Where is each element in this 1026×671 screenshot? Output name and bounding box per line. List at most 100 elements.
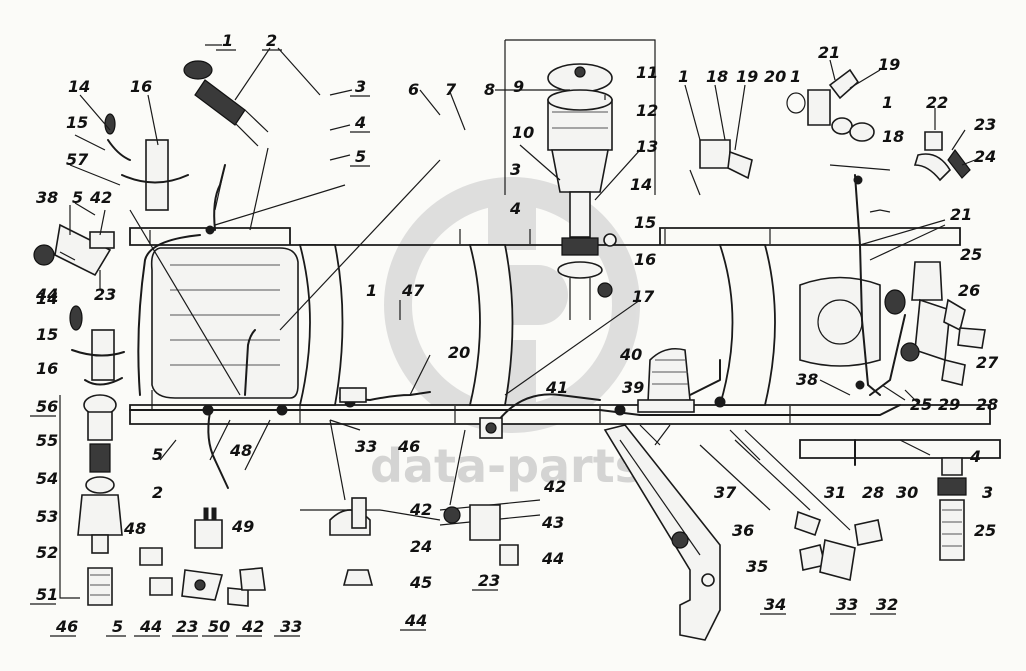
callout-38: 38 [36, 188, 58, 207]
callout-4: 4 [354, 113, 366, 132]
bracket-assembly [603, 424, 721, 641]
callout-45: 45 [409, 573, 432, 592]
callout-30: 30 [896, 483, 918, 502]
callout-9: 9 [513, 77, 524, 96]
callout-51: 51 [36, 585, 58, 604]
callout-5: 5 [355, 147, 366, 166]
callout-44b: 44 [139, 617, 162, 636]
callout-2b: 2 [152, 483, 163, 502]
callout-23: 23 [94, 285, 116, 304]
callout-46: 46 [55, 617, 78, 636]
callout-27: 27 [976, 353, 999, 372]
callout-18: 18 [706, 67, 728, 86]
callout-26: 26 [958, 281, 980, 300]
callout-44c: 44 [404, 611, 427, 630]
callout-10: 10 [512, 123, 534, 142]
callout-21: 21 [818, 43, 840, 62]
callout-25c: 25 [974, 521, 996, 540]
callout-11: 11 [636, 63, 658, 82]
callout-13: 13 [636, 137, 658, 156]
right-details [699, 68, 986, 582]
callout-40: 40 [619, 345, 642, 364]
callout-23d: 23 [974, 115, 996, 134]
bottom-center-fittings [300, 497, 541, 586]
callout-5d: 5 [112, 617, 123, 636]
callout-25b: 25 [910, 395, 932, 414]
callout-15b: 15 [634, 213, 656, 232]
callout-55: 55 [36, 431, 58, 450]
callout-20b: 20 [764, 67, 786, 86]
callout-47: 47 [401, 281, 425, 300]
callout-5b: 5 [72, 188, 83, 207]
callout-24: 24 [410, 537, 432, 556]
callout-42: 42 [89, 188, 112, 207]
callout-43: 43 [541, 513, 564, 532]
callout-20: 20 [448, 343, 470, 362]
callout-38b: 38 [796, 370, 818, 389]
callout-1e: 1 [882, 93, 893, 112]
callout-44: 44 [35, 285, 58, 304]
left-details [33, 60, 269, 606]
callout-54: 54 [36, 469, 58, 488]
callout-15: 15 [66, 113, 88, 132]
callout-32: 32 [876, 595, 898, 614]
callout-42c: 42 [409, 500, 432, 519]
callout-3c: 3 [982, 483, 993, 502]
callout-56: 56 [36, 397, 58, 416]
watermark-text: data-parts [370, 439, 642, 493]
callout-48b: 48 [123, 519, 146, 538]
callout-42b: 42 [241, 617, 264, 636]
callout-36: 36 [732, 521, 754, 540]
callout-49: 49 [231, 517, 254, 536]
callout-33c: 33 [836, 595, 858, 614]
frame-clamps [202, 175, 865, 439]
callout-50: 50 [208, 617, 230, 636]
callout-1b: 1 [366, 281, 377, 300]
callout-14: 14 [68, 77, 90, 96]
callout-14c: 14 [36, 289, 58, 308]
callout-18b: 18 [882, 127, 904, 146]
callout-6: 6 [408, 80, 419, 99]
callout-16c: 16 [36, 359, 58, 378]
callout-33b: 33 [280, 617, 302, 636]
callout-19: 19 [736, 67, 758, 86]
callout-53: 53 [36, 507, 58, 526]
callout-42d: 42 [543, 477, 566, 496]
label-underlines [30, 49, 896, 637]
callout-48: 48 [229, 441, 252, 460]
callout-23c: 23 [478, 571, 500, 590]
callout-17: 17 [632, 287, 655, 306]
callout-labels: 1 2 3 4 5 6 7 8 9 11 12 10 13 3 14 4 15 … [35, 31, 999, 636]
callout-3b: 3 [510, 160, 521, 179]
callout-28b: 28 [862, 483, 884, 502]
callout-22: 22 [926, 93, 948, 112]
callout-23b: 23 [176, 617, 198, 636]
brake-pipe-network [129, 164, 906, 489]
callout-4b: 4 [509, 199, 521, 218]
leader-lines [59, 44, 976, 531]
callout-15c: 15 [36, 325, 58, 344]
callout-31: 31 [824, 483, 846, 502]
callout-44d: 44 [541, 549, 564, 568]
callout-46b: 46 [397, 437, 420, 456]
callout-12: 12 [636, 101, 658, 120]
callout-34: 34 [764, 595, 786, 614]
callout-7: 7 [445, 80, 457, 99]
callout-28: 28 [976, 395, 998, 414]
callout-29: 29 [938, 395, 960, 414]
callout-25: 25 [960, 245, 982, 264]
filter-assembly [504, 39, 656, 320]
callout-14b: 14 [630, 175, 652, 194]
callout-52: 52 [36, 543, 58, 562]
callout-39: 39 [622, 378, 644, 397]
callout-16b: 16 [634, 250, 656, 269]
callout-8: 8 [484, 80, 495, 99]
callout-1d: 1 [790, 67, 801, 86]
callout-2: 2 [266, 31, 277, 50]
air-receiver [637, 347, 695, 413]
callout-16: 16 [130, 77, 152, 96]
callout-3: 3 [355, 77, 366, 96]
callout-37: 37 [714, 483, 737, 502]
